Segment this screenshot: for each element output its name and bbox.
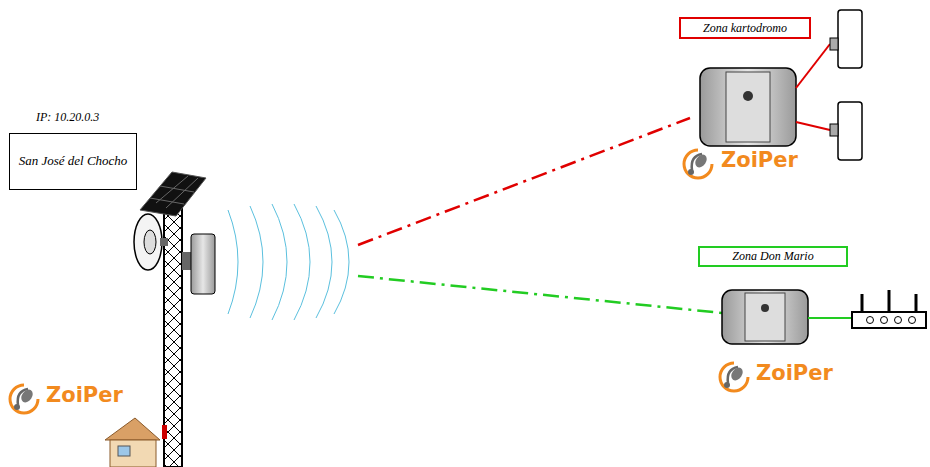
zoiper-logo: ZoiPer [721,148,798,172]
site-label-box: Zona Don Mario [698,246,848,267]
site-name: Zona Don Mario [732,249,813,264]
zoiper-logo: ZoiPer [46,383,123,407]
zoiper-logo: ZoiPer [756,361,833,385]
ip-address: IP: 10.20.0.3 [36,110,99,125]
site-label-box: San José del Chocho [9,133,137,190]
site-label-box: Zona kartodromo [679,17,811,39]
site-name: Zona kartodromo [703,21,787,36]
site-name: San José del Chocho [19,153,128,169]
